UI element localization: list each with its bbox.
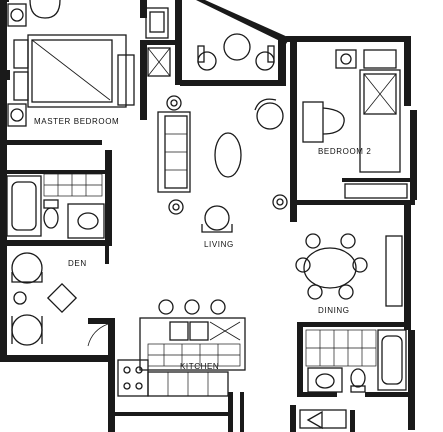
bedroom2-closet [344, 183, 408, 199]
bath2-tub [377, 329, 407, 391]
room-label-dining: DINING [318, 306, 350, 315]
living-coffee-table [214, 132, 242, 178]
living-armchairs [201, 98, 284, 233]
master-bath-sink [67, 203, 105, 239]
den-chairs [11, 252, 43, 346]
bath2-toilet [350, 368, 366, 393]
master-bedroom-bed [13, 34, 127, 108]
entry-closet [299, 409, 347, 430]
kitchen-stove [117, 359, 149, 397]
room-label-kitchen: KITCHEN [180, 362, 219, 371]
den-side-table [13, 291, 27, 305]
den-door-arc [87, 323, 109, 347]
kitchen-counter [139, 317, 246, 371]
balcony-table-set [197, 33, 275, 71]
dining-table-set [295, 233, 368, 300]
dining-buffet [385, 235, 403, 307]
bath2-tiles [305, 329, 377, 367]
room-label-living: LIVING [204, 240, 234, 249]
kitchen-back-counter [147, 371, 229, 397]
room-label-den: DEN [68, 259, 87, 268]
master-nightstands [7, 3, 27, 127]
walls [0, 0, 417, 432]
master-bath-tub [6, 175, 42, 237]
room-label-bedroom-2: BEDROOM 2 [318, 147, 371, 156]
den-ottoman [46, 282, 78, 314]
room-label-master-bedroom: MASTER BEDROOM [34, 117, 119, 126]
bedroom2-bed [359, 49, 401, 173]
master-armchair [29, 0, 61, 19]
living-sofa [157, 111, 191, 193]
bedroom2-desk [302, 101, 345, 143]
bedroom2-nightstand [335, 49, 357, 69]
master-bath-tiles [43, 173, 103, 197]
bath2-sink [307, 367, 343, 393]
closet-fixture [145, 7, 171, 77]
master-dresser [117, 54, 135, 106]
living-side-tables [166, 95, 288, 215]
kitchen-bar-stools [158, 299, 226, 315]
master-bath-toilet [43, 199, 59, 229]
